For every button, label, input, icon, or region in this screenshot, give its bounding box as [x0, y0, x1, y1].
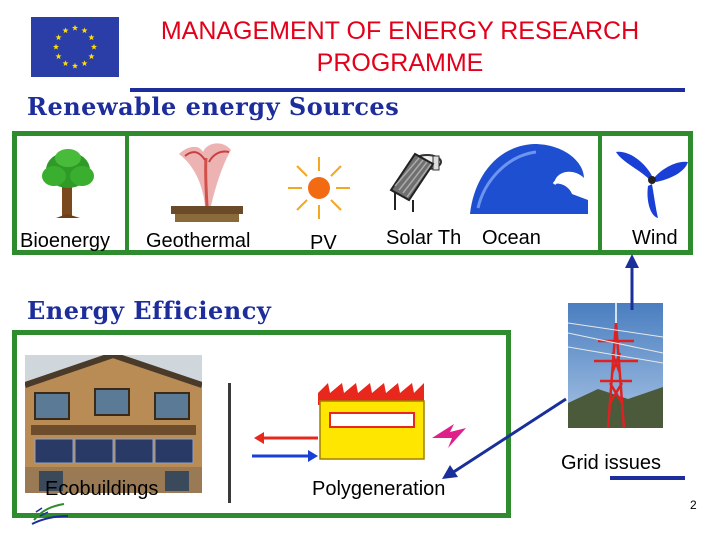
ecobuilding-photo	[25, 355, 202, 493]
sun-icon	[288, 157, 350, 219]
arrow-icon	[442, 397, 567, 479]
separator-line	[228, 383, 231, 503]
lightning-icon	[432, 424, 466, 448]
ocean-label: Ocean	[482, 227, 541, 249]
eu-star-icon	[81, 27, 88, 34]
pv-label: PV	[310, 232, 337, 254]
solar-collector-icon	[389, 152, 442, 212]
arrow-icon	[625, 254, 639, 310]
eu-star-icon	[62, 27, 69, 34]
eu-star-icon	[88, 34, 95, 41]
factory-icon	[318, 383, 425, 460]
eu-star-icon	[52, 43, 60, 50]
page-title: MANAGEMENT OF ENERGY RESEARCH PROGRAMME	[160, 17, 640, 77]
eu-star-icon	[81, 60, 88, 67]
page-number: 2	[690, 498, 697, 512]
efficiency-heading: Energy Efficiency	[27, 296, 272, 325]
programme-logo-icon	[31, 503, 69, 525]
title-underline	[130, 88, 685, 92]
ecobuildings-label: Ecobuildings	[45, 478, 159, 500]
polygeneration-label: Polygeneration	[312, 478, 446, 500]
grid-issues-label: Grid issues	[561, 452, 662, 474]
eu-star-icon	[90, 43, 98, 50]
wind-label: Wind	[632, 227, 678, 249]
renewable-heading: Renewable energy Sources	[27, 92, 400, 121]
renewable-sources-frame	[12, 131, 693, 255]
eu-star-icon	[55, 53, 62, 60]
grid-underline	[610, 476, 685, 480]
power-pylon-photo	[568, 303, 663, 428]
bioenergy-label: Bioenergy	[20, 230, 111, 252]
geyser-icon	[171, 143, 243, 222]
wave-icon	[470, 144, 588, 214]
frame-divider	[125, 131, 129, 255]
energy-efficiency-frame	[12, 330, 511, 518]
tree-icon	[42, 149, 94, 218]
eu-flag-icon	[31, 17, 119, 77]
eu-star-icon	[62, 60, 69, 67]
eu-star-icon	[88, 53, 95, 60]
solar-thermal-label: Solar Th	[386, 227, 462, 249]
frame-divider	[598, 131, 602, 255]
eu-star-icon	[55, 34, 62, 41]
arrow-icon	[252, 432, 318, 462]
geothermal-label: Geothermal	[146, 230, 251, 252]
eu-star-icon	[71, 62, 79, 69]
eu-star-icon	[71, 24, 79, 31]
wind-turbine-icon	[616, 151, 688, 218]
